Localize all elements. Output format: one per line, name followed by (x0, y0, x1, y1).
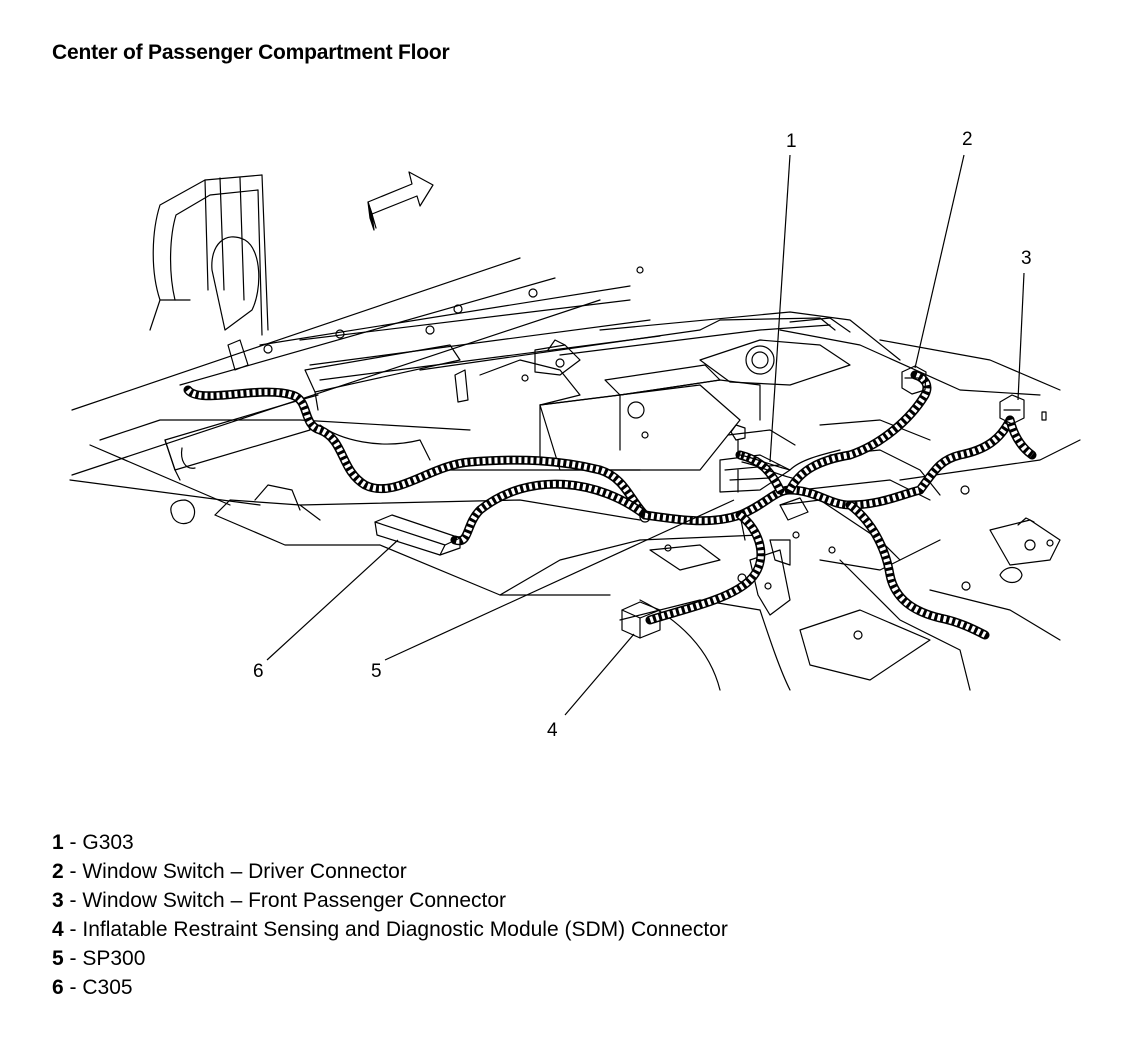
legend-item: 3 - Window Switch – Front Passenger Conn… (52, 886, 728, 915)
connector-c305 (374, 514, 461, 556)
leader-lines (266, 154, 1025, 716)
legend-separator: - (63, 918, 83, 941)
legend-separator: - (63, 860, 83, 883)
legend-number: 2 (52, 860, 64, 883)
retainer-clip (779, 411, 1047, 521)
legend-item: 1 - G303 (52, 828, 728, 857)
legend-number: 5 (52, 947, 64, 970)
legend-text: Window Switch – Front Passenger Connecto… (82, 889, 507, 912)
ground-g303 (730, 424, 746, 493)
legend-item: 2 - Window Switch – Driver Connector (52, 857, 728, 886)
legend-number: 3 (52, 889, 64, 912)
body-pillar (149, 174, 273, 371)
legend-item: 4 - Inflatable Restraint Sensing and Dia… (52, 915, 728, 944)
legend-text: G303 (82, 831, 134, 854)
forward-arrow-icon (367, 171, 434, 231)
legend-text: Window Switch – Driver Connector (82, 860, 407, 883)
legend-text: SP300 (82, 947, 146, 970)
legend: 1 - G303 2 - Window Switch – Driver Conn… (52, 828, 728, 1002)
floor-panel (69, 257, 1081, 691)
floor-harness-diagram: 1 2 3 4 5 6 (69, 129, 1081, 741)
callout-3: 3 (1021, 248, 1032, 269)
legend-separator: - (63, 947, 83, 970)
legend-item: 6 - C305 (52, 973, 728, 1002)
legend-number: 4 (52, 918, 64, 941)
callout-6: 6 (253, 661, 264, 682)
legend-separator: - (63, 831, 83, 854)
legend-text: Inflatable Restraint Sensing and Diagnos… (82, 918, 728, 941)
legend-number: 6 (52, 976, 64, 999)
callout-1: 1 (786, 131, 797, 152)
callout-2: 2 (962, 129, 973, 150)
callout-4: 4 (547, 720, 558, 741)
callout-5: 5 (371, 661, 382, 682)
rocker-rail (164, 339, 581, 481)
connector-passenger-window-switch (999, 394, 1025, 425)
legend-text: C305 (82, 976, 133, 999)
legend-separator: - (63, 976, 83, 999)
page-title: Center of Passenger Compartment Floor (52, 41, 450, 64)
legend-separator: - (63, 889, 83, 912)
wiring-harness (183, 370, 1037, 640)
legend-item: 5 - SP300 (52, 944, 728, 973)
legend-number: 1 (52, 831, 64, 854)
splice-sp300 (639, 511, 651, 523)
connector-sdm (621, 601, 661, 639)
